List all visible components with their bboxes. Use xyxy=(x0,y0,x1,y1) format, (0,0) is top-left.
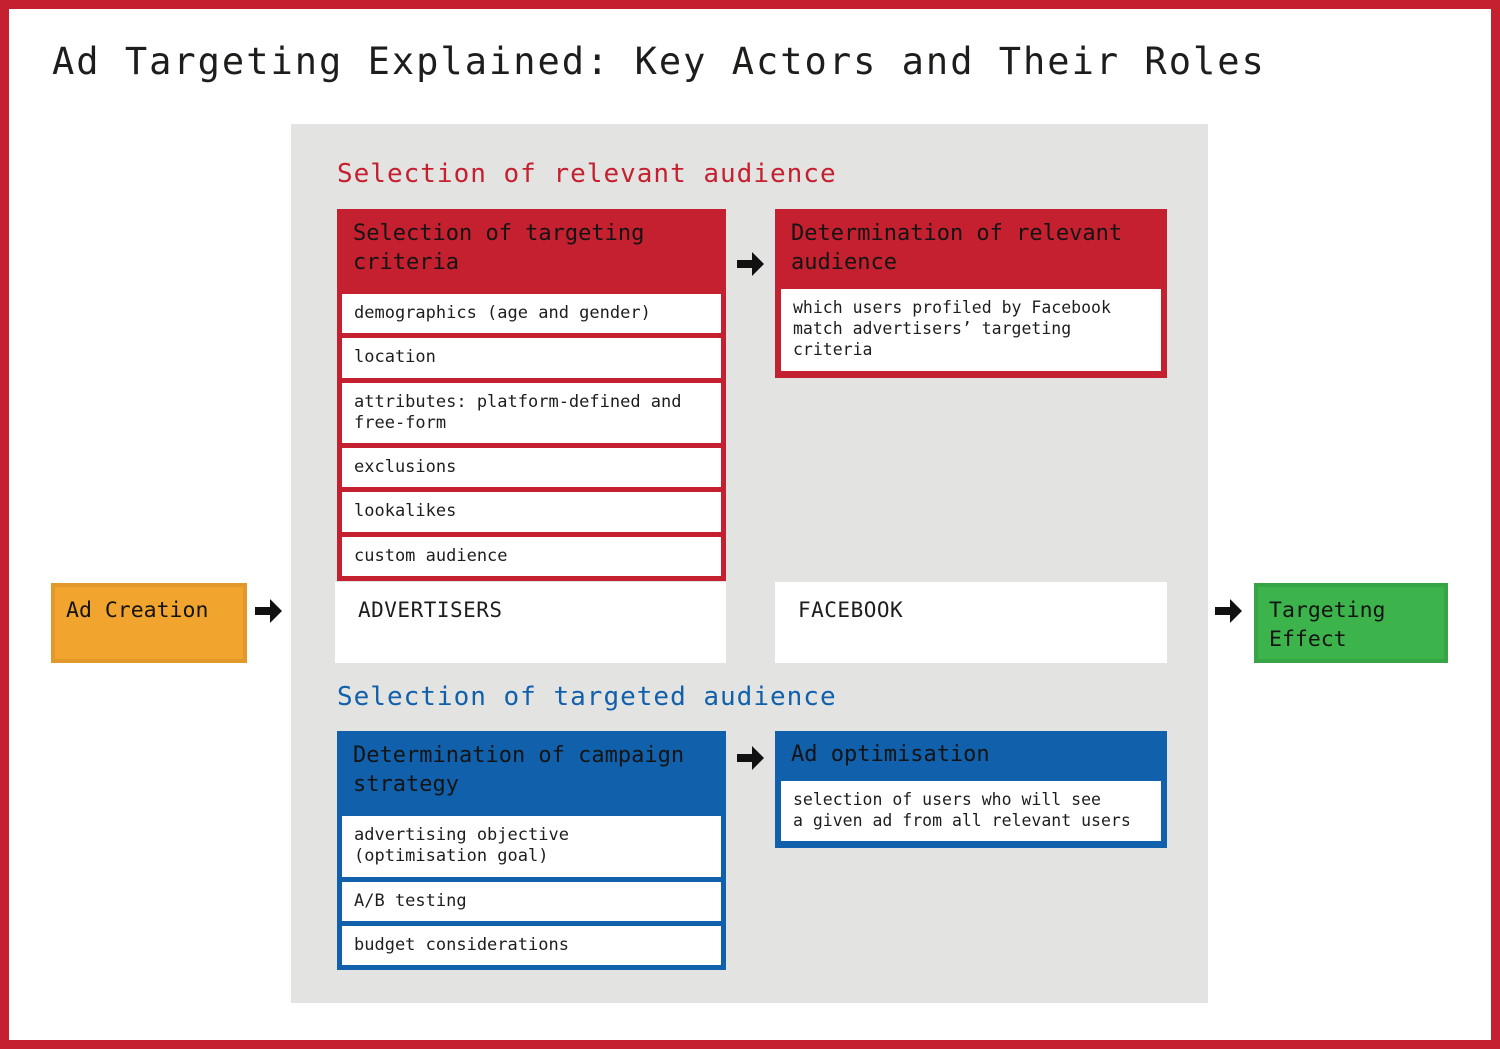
ad-optimisation-title: Ad optimisation xyxy=(791,742,990,767)
relevant-audience-title: Determination of relevant audience xyxy=(791,221,1123,275)
ad-optimisation-description: selection of users who will see a given … xyxy=(781,780,1161,841)
criteria-item-custom-audience: custom audience xyxy=(342,536,721,576)
section-label-targeted-audience: Selection of targeted audience xyxy=(337,682,837,712)
targeting-criteria-title: Selection of targeting criteria xyxy=(353,221,645,275)
arrow-right-icon xyxy=(255,599,282,623)
facebook-box: FACEBOOK xyxy=(775,582,1167,663)
criteria-item-demographics: demographics (age and gender) xyxy=(342,294,721,334)
page-title: Ad Targeting Explained: Key Actors and T… xyxy=(52,40,1266,83)
advertisers-box: ADVERTISERS xyxy=(335,582,726,663)
ad-optimisation-box: Ad optimisation selection of users who w… xyxy=(775,731,1167,848)
campaign-strategy-title: Determination of campaign strategy xyxy=(353,743,685,797)
criteria-item-attributes: attributes: platform-defined and free-fo… xyxy=(342,382,721,444)
strategy-item-ab-testing: A/B testing xyxy=(342,881,721,921)
arrow-right-icon xyxy=(1215,599,1242,623)
section-label-relevant-audience: Selection of relevant audience xyxy=(337,159,837,189)
strategy-item-advertising-objective: advertising objective (optimisation goal… xyxy=(342,816,721,877)
criteria-item-location: location xyxy=(342,338,721,378)
strategy-item-budget: budget considerations xyxy=(342,925,721,966)
relevant-audience-description: which users profiled by Facebook match a… xyxy=(781,289,1161,371)
relevant-audience-box: Determination of relevant audience which… xyxy=(775,209,1167,378)
targeting-criteria-box: Selection of targeting criteria demograp… xyxy=(337,209,726,581)
campaign-strategy-box: Determination of campaign strategy adver… xyxy=(337,731,726,971)
targeting-effect-box: Targeting Effect xyxy=(1254,583,1448,663)
criteria-item-lookalikes: lookalikes xyxy=(342,492,721,532)
arrow-right-icon xyxy=(737,746,764,770)
arrow-right-icon xyxy=(737,252,764,276)
criteria-item-exclusions: exclusions xyxy=(342,448,721,488)
ad-creation-box: Ad Creation xyxy=(51,583,247,663)
